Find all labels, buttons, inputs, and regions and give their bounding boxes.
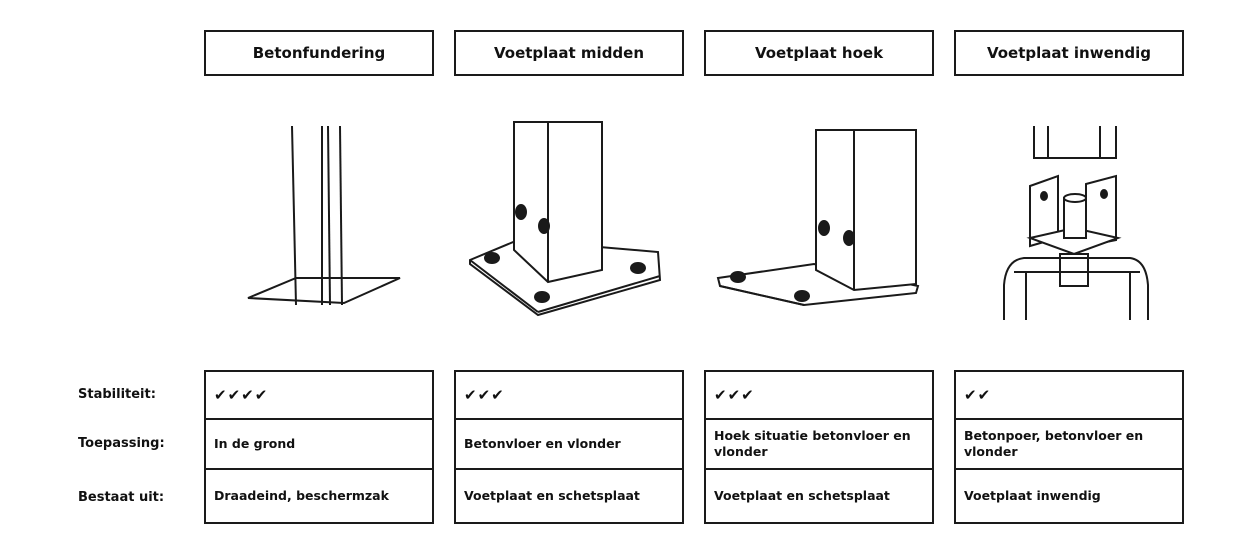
bestaat-uit-value: Voetplaat en schetsplaat [454,468,684,524]
toepassing-value: Betonvloer en vlonder [454,418,684,470]
bestaat-uit-value: Voetplaat inwendig [954,468,1184,524]
post-on-center-base-plate-icon [454,100,694,335]
column-header-voetplaat-midden: Voetplaat midden [454,30,684,76]
row-label-toepassing: Toepassing: [78,436,165,451]
post-with-concrete-foundation-icon [204,100,444,335]
row-label-stabiliteit: Stabiliteit: [78,387,156,402]
row-label-bestaat-uit: Bestaat uit: [78,490,165,505]
stabiliteit-rating: ✔✔✔ [704,370,934,420]
post-with-internal-base-plate-icon [954,100,1194,335]
column-header-label: Betonfundering [252,44,386,62]
column-header-label: Voetplaat inwendig [986,44,1152,62]
column-header-voetplaat-inwendig: Voetplaat inwendig [954,30,1184,76]
stabiliteit-rating: ✔✔✔ [454,370,684,420]
toepassing-value: In de grond [204,418,434,470]
column-header-label: Voetplaat hoek [754,44,884,62]
toepassing-value: Hoek situatie betonvloer en vlonder [704,418,934,470]
bestaat-uit-value: Voetplaat en schetsplaat [704,468,934,524]
column-header-label: Voetplaat midden [493,44,645,62]
stabiliteit-rating: ✔✔ [954,370,1184,420]
toepassing-value: Betonpoer, betonvloer en vlonder [954,418,1184,470]
column-header-betonfundering: Betonfundering [204,30,434,76]
bestaat-uit-value: Draadeind, beschermzak [204,468,434,524]
post-on-corner-base-plate-icon [704,100,944,335]
stabiliteit-rating: ✔✔✔✔ [204,370,434,420]
column-header-voetplaat-hoek: Voetplaat hoek [704,30,934,76]
